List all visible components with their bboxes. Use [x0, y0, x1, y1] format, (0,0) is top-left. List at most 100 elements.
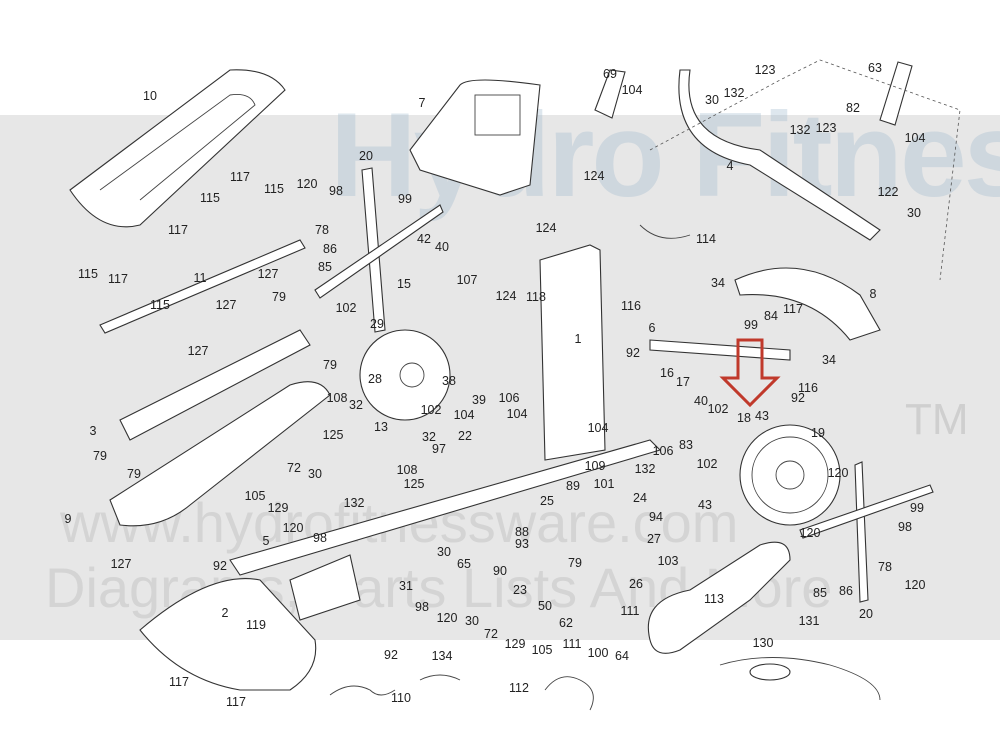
part-callout-127: 127	[216, 298, 237, 312]
part-callout-130: 130	[753, 636, 774, 650]
part-flywheel	[359, 329, 451, 421]
part-callout-85: 85	[813, 586, 827, 600]
part-callout-127: 127	[111, 557, 132, 571]
part-callout-79: 79	[323, 358, 337, 372]
part-callout-125: 125	[404, 477, 425, 491]
part-callout-78: 78	[878, 560, 892, 574]
part-callout-111: 111	[562, 637, 581, 651]
part-axle	[649, 339, 791, 361]
part-console	[409, 79, 541, 196]
part-callout-124: 124	[584, 169, 605, 183]
part-callout-30: 30	[907, 206, 921, 220]
part-callout-98: 98	[329, 184, 343, 198]
part-callout-132: 132	[724, 86, 745, 100]
part-arm	[678, 69, 881, 241]
part-callout-39: 39	[472, 393, 486, 407]
part-callout-98: 98	[415, 600, 429, 614]
part-callout-102: 102	[697, 457, 718, 471]
part-cable-114	[639, 224, 691, 239]
part-callout-24: 24	[633, 491, 647, 505]
part-callout-26: 26	[629, 577, 643, 591]
highlight-arrow-icon	[719, 338, 781, 408]
part-callout-86: 86	[323, 242, 337, 256]
part-callout-98: 98	[313, 531, 327, 545]
part-callout-19: 19	[811, 426, 825, 440]
part-callout-124: 124	[496, 289, 517, 303]
part-callout-99: 99	[910, 501, 924, 515]
part-callout-104: 104	[588, 421, 609, 435]
part-callout-20: 20	[859, 607, 873, 621]
part-callout-117: 117	[108, 272, 128, 286]
part-callout-92: 92	[384, 648, 398, 662]
part-handle-right	[879, 61, 913, 126]
part-callout-50: 50	[538, 599, 552, 613]
part-callout-106: 106	[499, 391, 520, 405]
part-callout-125: 125	[323, 428, 344, 442]
part-callout-115: 115	[150, 298, 170, 312]
part-callout-99: 99	[744, 318, 758, 332]
part-callout-117: 117	[168, 223, 188, 237]
part-callout-131: 131	[799, 614, 820, 628]
part-callout-69: 69	[603, 67, 617, 81]
part-callout-17: 17	[676, 375, 690, 389]
part-callout-92: 92	[626, 346, 640, 360]
part-base-cover	[109, 381, 331, 527]
part-callout-8: 8	[870, 287, 877, 301]
part-callout-119: 119	[246, 618, 266, 632]
part-callout-7: 7	[419, 96, 426, 110]
part-callout-79: 79	[127, 467, 141, 481]
part-callout-115: 115	[78, 267, 98, 281]
part-callout-15: 15	[397, 277, 411, 291]
part-callout-62: 62	[559, 616, 573, 630]
part-callout-102: 102	[708, 402, 729, 416]
part-callout-109: 109	[585, 459, 606, 473]
part-callout-104: 104	[622, 83, 643, 97]
part-callout-85: 85	[318, 260, 332, 274]
part-callout-40: 40	[694, 394, 708, 408]
part-plate	[119, 329, 311, 441]
watermark-trademark: TM	[905, 395, 969, 444]
part-belt	[647, 541, 791, 654]
part-callout-103: 103	[658, 554, 679, 568]
part-callout-105: 105	[245, 489, 266, 503]
part-callout-123: 123	[816, 121, 837, 135]
part-callout-92: 92	[213, 559, 227, 573]
part-callout-116: 116	[621, 299, 641, 313]
part-callout-43: 43	[755, 409, 769, 423]
part-callout-79: 79	[93, 449, 107, 463]
part-callout-92: 92	[791, 391, 805, 405]
part-rail	[99, 239, 306, 334]
part-callout-99: 99	[398, 192, 412, 206]
part-callout-89: 89	[566, 479, 580, 493]
part-callout-18: 18	[737, 411, 751, 425]
part-callout-120: 120	[905, 578, 926, 592]
part-callout-106: 106	[653, 444, 674, 458]
part-callout-112: 112	[509, 681, 529, 695]
part-callout-100: 100	[588, 646, 609, 660]
part-callout-5: 5	[263, 534, 270, 548]
part-callout-4: 4	[727, 159, 734, 173]
part-callout-22: 22	[458, 429, 472, 443]
part-callout-9: 9	[65, 512, 72, 526]
part-callout-101: 101	[594, 477, 615, 491]
part-callout-11: 11	[194, 271, 207, 285]
part-upright-right	[854, 461, 869, 603]
part-callout-63: 63	[868, 61, 882, 75]
part-callout-32: 32	[349, 398, 363, 412]
part-main-frame	[539, 244, 606, 461]
part-callout-132: 132	[790, 123, 811, 137]
part-callout-42: 42	[417, 232, 431, 246]
part-callout-132: 132	[344, 496, 365, 510]
part-callout-32: 32	[422, 430, 436, 444]
part-callout-64: 64	[615, 649, 629, 663]
part-callout-117: 117	[226, 695, 246, 709]
part-callout-65: 65	[457, 557, 471, 571]
part-callout-1: 1	[575, 332, 582, 346]
part-callout-98: 98	[898, 520, 912, 534]
part-cable-110	[329, 685, 396, 696]
part-callout-116: 116	[798, 381, 818, 395]
part-callout-118: 118	[526, 290, 546, 304]
part-callout-16: 16	[660, 366, 674, 380]
part-chest-strap	[719, 657, 881, 701]
